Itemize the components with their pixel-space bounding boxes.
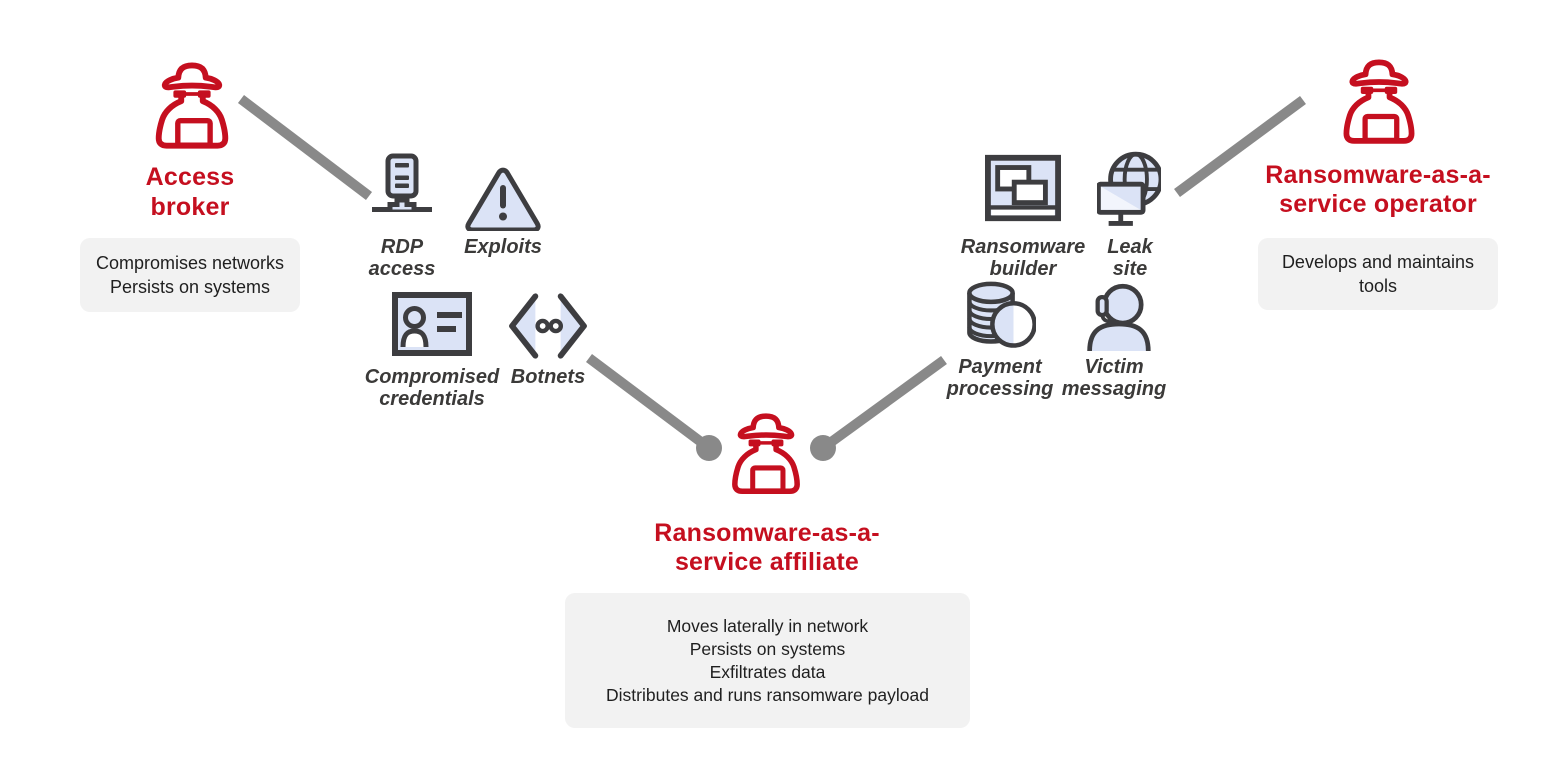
note-line: Persists on systems <box>689 638 846 659</box>
note-line: tools <box>1358 276 1398 296</box>
hacker-icon <box>145 60 239 156</box>
tool-label-leak-site: Leak site <box>1080 236 1180 280</box>
tool-label-exploits: Exploits <box>448 236 558 258</box>
note-line: Distributes and runs ransomware payload <box>606 684 929 705</box>
globe-monitor-icon <box>1097 151 1161 231</box>
tool-label-victim-messaging: Victim messaging <box>1039 356 1189 400</box>
tool-label-line: processing <box>946 378 1054 400</box>
headset-person-icon <box>1082 281 1154 351</box>
connector-endpoint-dot <box>696 435 722 461</box>
note-line: Compromises networks <box>95 253 285 273</box>
actor-raas-affiliate-name: Ransomware-as-a- service affiliate <box>642 519 892 577</box>
warning-triangle-icon <box>465 167 541 231</box>
note-line: Develops and maintains <box>1281 252 1475 272</box>
raas-operator-note-box: Develops and maintains tools <box>1258 238 1498 310</box>
actor-raas-operator-name: Ransomware-as-a- service operator <box>1253 161 1503 219</box>
rdp-server-icon <box>370 153 434 215</box>
tool-label-line: Payment <box>958 356 1042 378</box>
code-brackets-icon <box>507 291 589 361</box>
actor-name-line: service affiliate <box>674 548 860 576</box>
tool-label-line: RDP <box>380 236 424 258</box>
actor-name-line: Ransomware-as-a- <box>1265 161 1491 189</box>
connector-tools-to-operator <box>1174 95 1306 198</box>
connector-affiliate-to-tools <box>820 355 947 453</box>
tool-label-compromised-credentials: Compromised credentials <box>352 366 512 410</box>
tool-label-payment-processing: Payment processing <box>925 356 1075 400</box>
tool-label-ransomware-builder: Ransomware builder <box>948 236 1098 280</box>
tool-label-line: Leak <box>1107 236 1153 258</box>
tool-label-rdp-access: RDP access <box>352 236 452 280</box>
tool-label-line: Botnets <box>510 366 586 388</box>
tool-label-line: credentials <box>379 388 485 410</box>
actor-name-line: Access <box>145 163 235 191</box>
tool-label-line: site <box>1112 258 1148 280</box>
tool-label-line: builder <box>989 258 1057 280</box>
raas-affiliate-note-box: Moves laterally in network Persists on s… <box>565 593 970 728</box>
note-line: Exfiltrates data <box>709 661 826 682</box>
connector-tools-to-affiliate <box>586 354 712 452</box>
connector-endpoint-dot <box>810 435 836 461</box>
actor-access-broker-name: Access broker <box>90 162 290 222</box>
tool-label-line: messaging <box>1061 378 1167 400</box>
tool-label-line: access <box>368 258 436 280</box>
id-card-icon <box>392 292 472 356</box>
hacker-icon <box>1333 57 1425 151</box>
access-broker-note-box: Compromises networks Persists on systems <box>80 238 300 312</box>
note-line: Persists on systems <box>109 277 271 297</box>
hacker-icon <box>722 409 810 503</box>
actor-name-line: Ransomware-as-a- <box>654 519 880 547</box>
app-window-icon <box>985 154 1061 222</box>
actor-name-line: broker <box>150 193 230 221</box>
actor-name-line: service operator <box>1279 190 1477 218</box>
coins-icon <box>964 281 1036 348</box>
tool-label-line: Ransomware <box>960 236 1086 258</box>
tool-label-botnets: Botnets <box>498 366 598 388</box>
tool-label-line: Exploits <box>464 236 542 258</box>
tool-label-line: Victim <box>1084 356 1144 378</box>
note-line: Moves laterally in network <box>666 615 869 636</box>
connector-broker-to-tools <box>237 95 373 200</box>
tool-label-line: Compromised <box>364 366 500 388</box>
